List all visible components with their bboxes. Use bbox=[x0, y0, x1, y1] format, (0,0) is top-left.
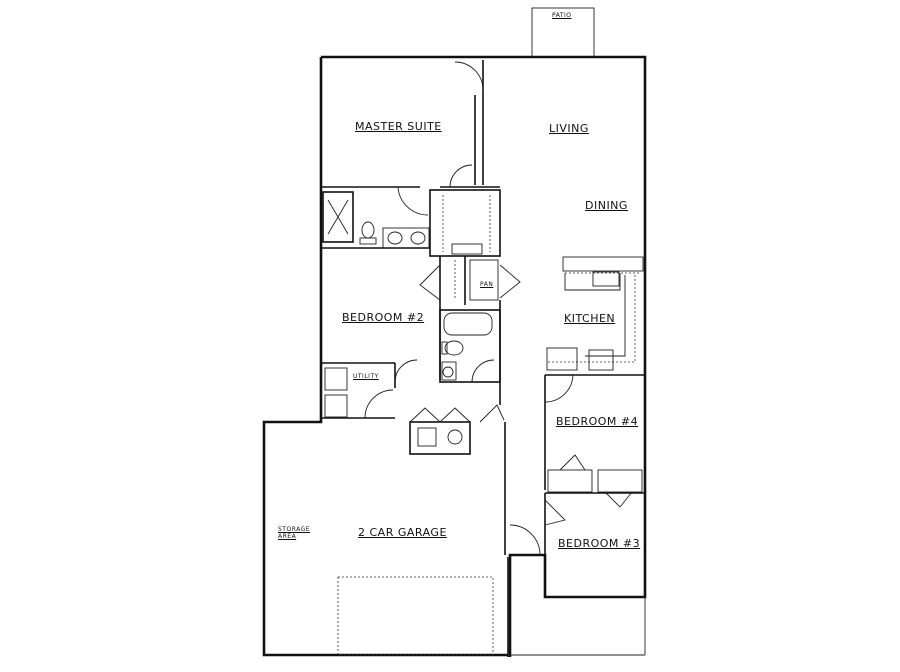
room-label-dining: DINING bbox=[585, 199, 628, 212]
room-label-living: LIVING bbox=[549, 122, 589, 135]
room-label-bedroom-2: BEDROOM #2 bbox=[342, 311, 425, 324]
room-label-utility: UTILITY bbox=[353, 373, 379, 380]
room-label-bedroom-4: BEDROOM #4 bbox=[556, 415, 639, 428]
room-label-patio: PATIO bbox=[552, 12, 572, 19]
room-label-master-suite: MASTER SUITE bbox=[355, 120, 442, 133]
room-label-kitchen: KITCHEN bbox=[564, 312, 616, 325]
room-label-garage: 2 CAR GARAGE bbox=[358, 526, 447, 539]
room-label-bedroom-3: BEDROOM #3 bbox=[558, 537, 641, 550]
room-label-storage-area: STORAGE AREA bbox=[278, 526, 311, 540]
exterior-wall-west bbox=[262, 57, 508, 657]
room-label-pan: PAN bbox=[480, 281, 494, 288]
